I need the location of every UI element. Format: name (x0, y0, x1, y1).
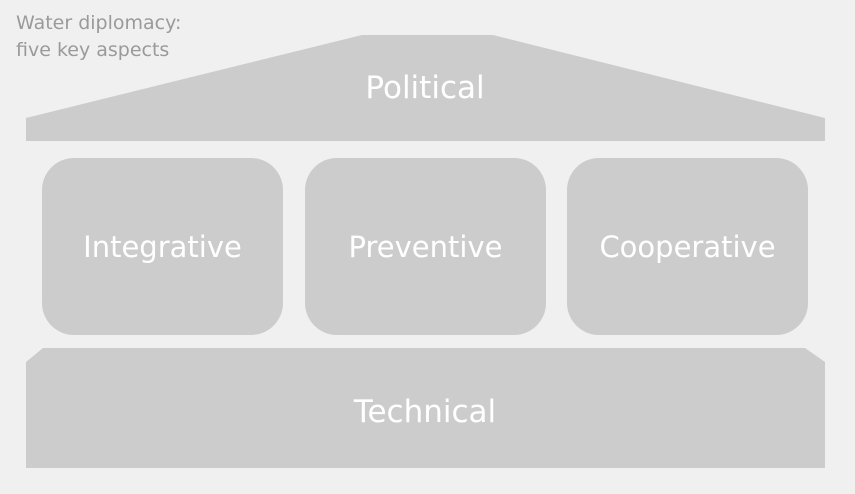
roof-shape (26, 35, 825, 141)
title-line-2: five key aspects (16, 39, 170, 61)
pillar-label: Cooperative (599, 229, 776, 264)
pillar-label: Integrative (83, 229, 242, 264)
pillar-cooperative: Cooperative (567, 158, 808, 335)
pillar-preventive: Preventive (305, 158, 546, 335)
base-shape (26, 348, 825, 468)
pillar-label: Preventive (348, 229, 503, 264)
base-label-technical: Technical (353, 394, 497, 430)
roof-label-political: Political (365, 70, 485, 106)
title-line-1: Water diplomacy: (16, 12, 182, 34)
pillar-integrative: Integrative (42, 158, 283, 335)
diagram-title: Water diplomacy: five key aspects (16, 10, 181, 64)
